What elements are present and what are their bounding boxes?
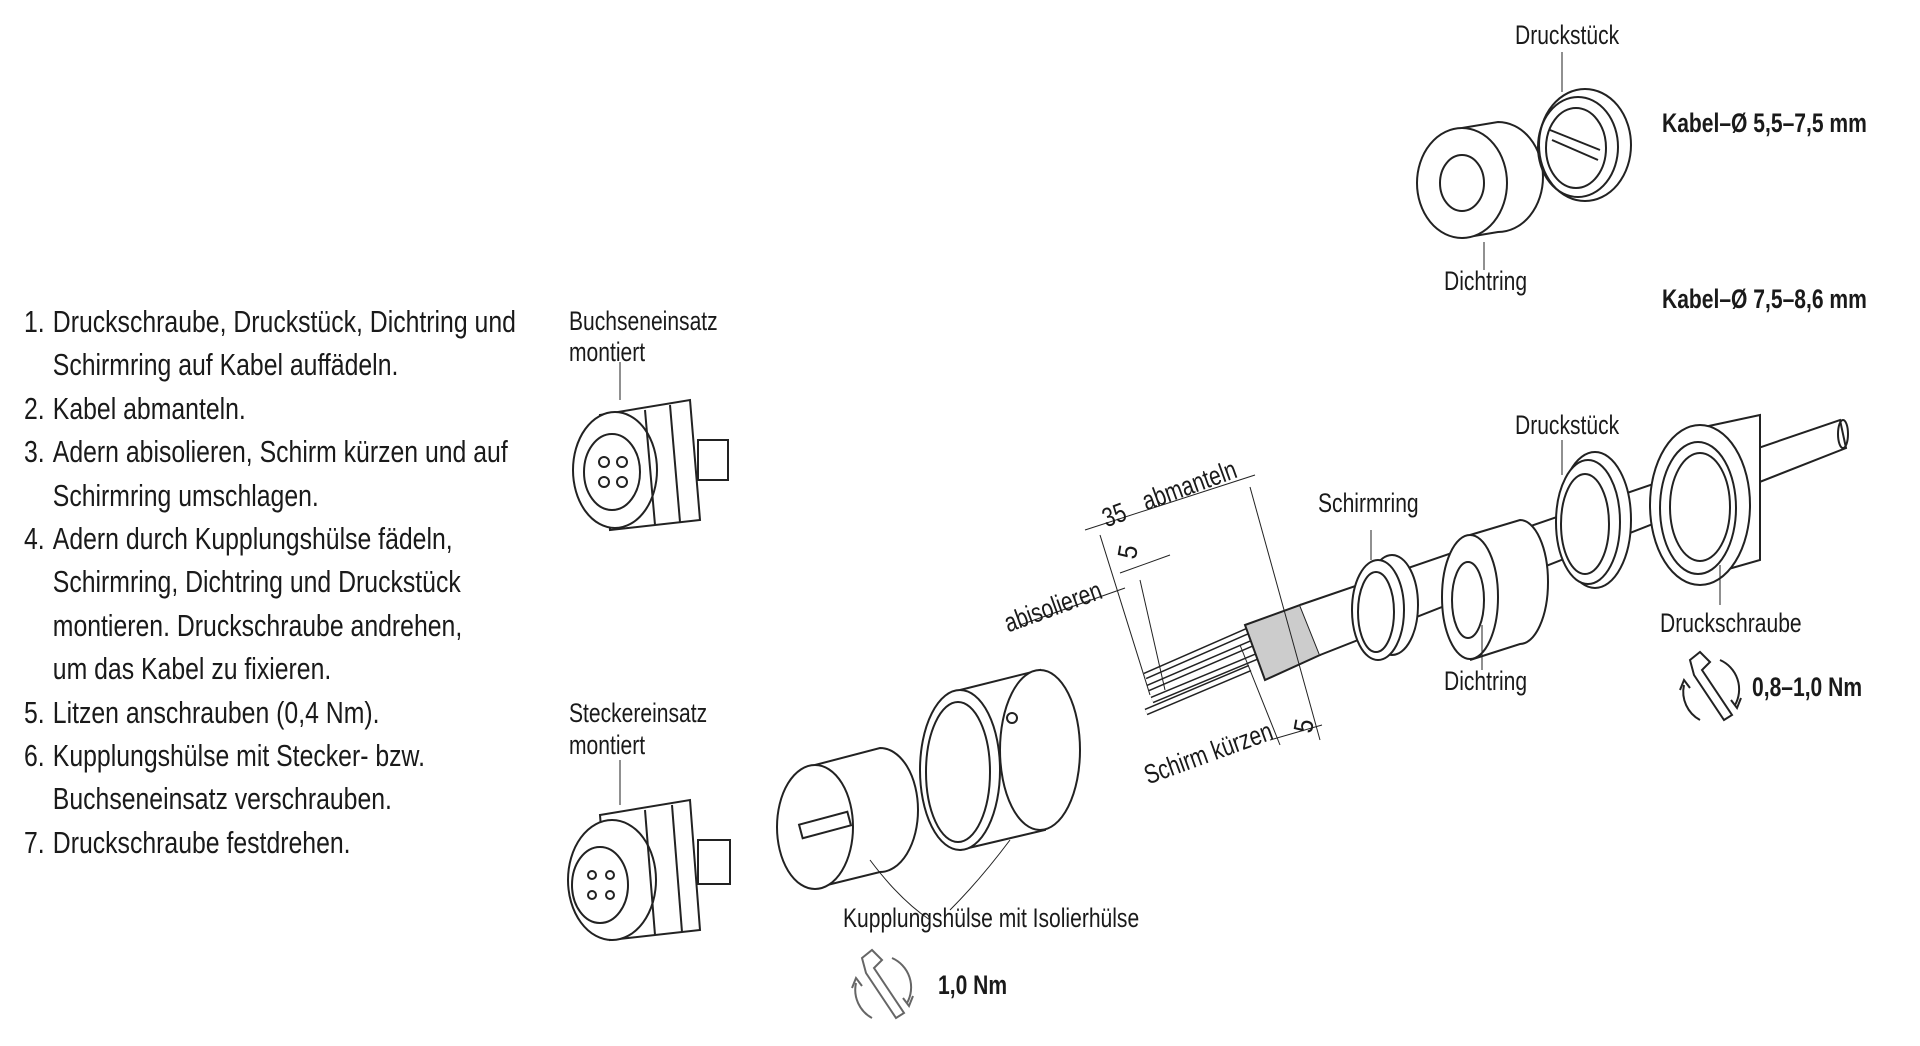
step-text: Schirmring auf Kabel auffädeln. (52, 347, 399, 383)
assembly-steps-list: 1.Druckschraube, Druckstück, Dichtring u… (24, 300, 516, 864)
step-text: Kabel abmanteln. (52, 390, 246, 426)
druckstueck-mid-part (1555, 451, 1632, 589)
wrench-rotate-icon-coupling (851, 948, 914, 1020)
label-druckstueck-mid: Druckstück (1515, 410, 1620, 440)
step-number (24, 560, 53, 603)
druckstueck-top-part (1537, 88, 1632, 202)
step-line: Schirmring auf Kabel auffädeln. (24, 343, 516, 386)
wrench-rotate-icon-screw (1679, 650, 1742, 722)
steckereinsatz-part (567, 798, 731, 942)
step-number (24, 343, 53, 386)
step-text: Schirmring, Dichtring und Druckstück (52, 564, 461, 600)
isolierhuelse-part (776, 746, 919, 890)
step-text: Kupplungshülse mit Stecker- bzw. (52, 738, 425, 774)
step-line: Buchseneinsatz verschrauben. (24, 777, 516, 820)
label-kupplungshuelse: Kupplungshülse mit Isolierhülse (843, 903, 1140, 933)
step-number: 6. (24, 738, 45, 774)
step-text: Adern abisolieren, Schirm kürzen und auf (52, 434, 508, 470)
label-druckstueck-top: Druckstück (1515, 20, 1620, 50)
label-schirmring: Schirmring (1318, 488, 1419, 518)
step-number (24, 474, 53, 517)
dimension-lines (1019, 474, 1323, 746)
step-line: 6.Kupplungshülse mit Stecker- bzw. (24, 734, 516, 777)
label-dichtring-top: Dichtring (1444, 266, 1528, 296)
step-text: Litzen anschrauben (0,4 Nm). (52, 694, 380, 730)
label-steckereinsatz-2: montiert (569, 730, 646, 760)
step-line: um das Kabel zu fixieren. (24, 647, 516, 690)
step-text: Adern durch Kupplungshülse fädeln, (52, 521, 453, 557)
step-number: 4. (24, 521, 45, 557)
schirmring-part (1351, 554, 1419, 661)
step-line: 1.Druckschraube, Druckstück, Dichtring u… (24, 300, 516, 343)
step-number (24, 777, 53, 820)
step-text: um das Kabel zu fixieren. (52, 651, 332, 687)
step-line: 3.Adern abisolieren, Schirm kürzen und a… (24, 430, 516, 473)
step-line: 2.Kabel abmanteln. (24, 387, 516, 430)
label-druckschraube: Druckschraube (1660, 608, 1802, 638)
step-line: montieren. Druckschraube andrehen, (24, 604, 516, 647)
label-kabel-large: Kabel–Ø 7,5–8,6 mm (1662, 284, 1867, 314)
step-number (24, 604, 53, 647)
label-buchseneinsatz-1: Buchseneinsatz (569, 306, 718, 336)
label-torque-coupling: 1,0 Nm (938, 970, 1008, 1000)
step-number: 1. (24, 304, 45, 339)
step-number: 7. (24, 824, 45, 860)
step-text: Buchseneinsatz verschrauben. (52, 781, 392, 817)
step-text: Schirmring umschlagen. (52, 477, 319, 513)
step-text: Druckschraube, Druckstück, Dichtring und (52, 304, 516, 339)
dichtring-top-part (1416, 120, 1544, 239)
label-kabel-small: Kabel–Ø 5,5–7,5 mm (1662, 108, 1867, 138)
step-number: 2. (24, 390, 45, 426)
label-torque-screw: 0,8–1,0 Nm (1752, 672, 1863, 702)
label-steckereinsatz-1: Steckereinsatz (569, 698, 708, 728)
step-line: Schirmring, Dichtring und Druckstück (24, 560, 516, 603)
step-text: montieren. Druckschraube andrehen, (52, 607, 463, 643)
step-line: 7.Druckschraube festdrehen. (24, 821, 516, 864)
step-text: Druckschraube festdrehen. (52, 824, 351, 860)
cable-wires-part (1143, 603, 1322, 716)
buchseneinsatz-part (572, 398, 729, 532)
kupplungshuelse-part (919, 668, 1081, 851)
druckschraube-part (1649, 413, 1761, 586)
dichtring-mid-part (1441, 518, 1549, 661)
step-number: 5. (24, 694, 45, 730)
step-number: 3. (24, 434, 45, 470)
step-line: Schirmring umschlagen. (24, 474, 516, 517)
step-number (24, 647, 53, 690)
label-dichtring-mid: Dichtring (1444, 666, 1528, 696)
label-buchseneinsatz-2: montiert (569, 337, 646, 367)
step-line: 5.Litzen anschrauben (0,4 Nm). (24, 691, 516, 734)
step-line: 4.Adern durch Kupplungshülse fädeln, (24, 517, 516, 560)
